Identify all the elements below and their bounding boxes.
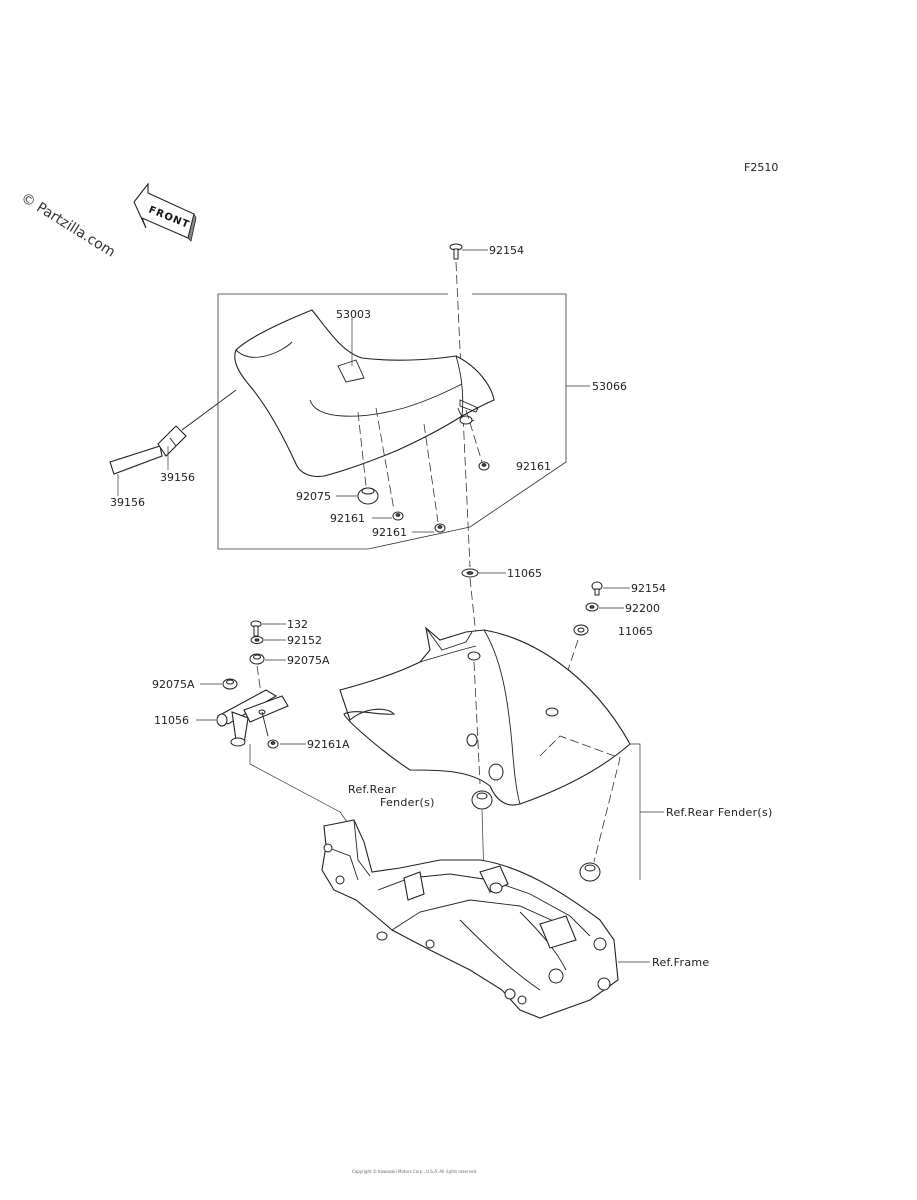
bolt-132 [250, 620, 262, 637]
label-92161-a: 92161 [330, 512, 365, 525]
label-92161A: 92161A [307, 738, 350, 751]
label-92152: 92152 [287, 634, 322, 647]
label-39156-b: 39156 [160, 471, 195, 484]
dash-fender-grommet [473, 661, 481, 785]
label-92075A-right: 92075A [287, 654, 330, 667]
label-92200: 92200 [625, 602, 660, 615]
label-ref-rear-fender-left-1: Ref.Rear [348, 783, 396, 796]
seat-assembly-box [217, 293, 567, 550]
label-11065-right: 11065 [618, 625, 653, 638]
label-11065-center: 11065 [507, 567, 542, 580]
damper-92075A-right [249, 653, 265, 665]
dash-fender-right [539, 735, 621, 863]
label-11056: 11056 [154, 714, 189, 727]
bracket-ref-rear-fender [630, 743, 641, 880]
label-92075: 92075 [296, 490, 331, 503]
label-92161-b: 92161 [372, 526, 407, 539]
nut-92161-right [478, 461, 490, 471]
dash-seat-92161r [465, 409, 483, 463]
nut-92161-b [434, 523, 446, 533]
label-92075A-left: 92075A [152, 678, 195, 691]
nut-92161-a [392, 511, 404, 521]
washer-92200 [585, 602, 599, 612]
label-132: 132 [287, 618, 308, 631]
dash-11065-fender [469, 577, 477, 637]
label-ref-rear-fender-left-2: Fender(s) [380, 796, 435, 809]
dash-seat-92161a [375, 407, 395, 511]
partzilla-watermark: © Partzilla.com [18, 190, 118, 261]
label-92161-right: 92161 [516, 460, 551, 473]
grommet-center [471, 790, 493, 810]
label-39156-a: 39156 [110, 496, 145, 509]
dash-line-top-bolt [455, 261, 471, 568]
label-92154-right: 92154 [631, 582, 666, 595]
frame [321, 819, 619, 1019]
label-53003: 53003 [336, 308, 371, 321]
seat-strap-39156 [109, 389, 237, 475]
bolt-92154-top [449, 243, 463, 260]
label-ref-frame: Ref.Frame [652, 956, 709, 969]
seat [234, 309, 495, 478]
label-53066: 53066 [592, 380, 627, 393]
collar-11065-center [461, 568, 479, 578]
bracket-11056 [216, 689, 289, 747]
figure-code: F2510 [744, 161, 778, 174]
label-ref-rear-fender-right: Ref.Rear Fender(s) [666, 806, 773, 819]
footer-copyright: Copyright © Kawasaki Motors Corp., U.S.A… [352, 1169, 477, 1174]
seat-label-patch [337, 359, 365, 383]
damper-92075A-left [222, 678, 238, 690]
bolt-92154-right [591, 581, 603, 596]
collar-11065-right [573, 624, 589, 636]
washer-92152 [250, 636, 264, 644]
front-arrow-icon: FRONT [133, 182, 197, 242]
label-92154-top: 92154 [489, 244, 524, 257]
rear-fender [339, 626, 631, 806]
nut-92161A [267, 739, 279, 749]
damper-92075 [357, 487, 379, 505]
grommet-right [579, 862, 601, 882]
dash-seat-92161b [423, 423, 439, 523]
